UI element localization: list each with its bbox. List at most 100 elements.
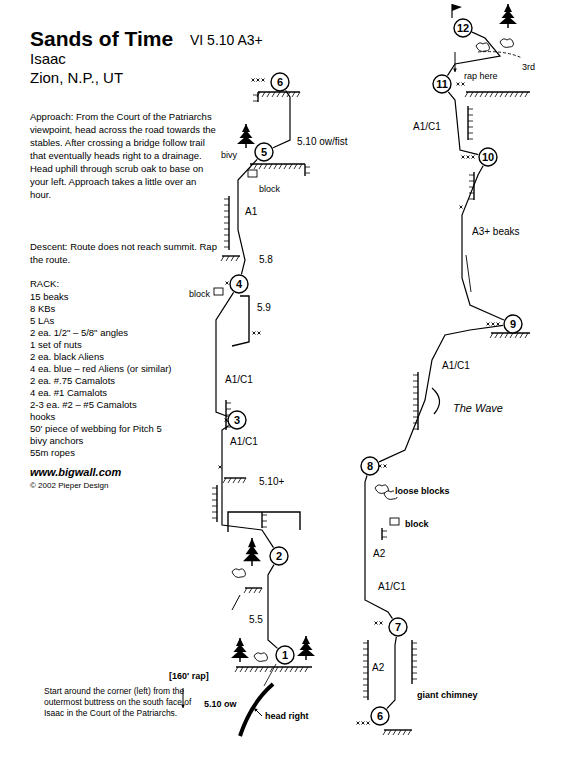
belay-circle: 3: [227, 410, 247, 430]
rock-symbol: [254, 653, 268, 662]
route-line: [268, 565, 278, 649]
arrow-symbol: [254, 708, 262, 716]
rock-wall: [212, 485, 217, 522]
pitch-grade: 5.10+: [258, 476, 285, 489]
ledge: [490, 333, 530, 338]
ledge: [244, 588, 262, 593]
bolt-marks: [375, 622, 383, 625]
bolt-marks: [357, 722, 370, 725]
belay-circle: 8: [360, 456, 380, 476]
belay-circle: 4: [229, 274, 249, 294]
pitch-grade: 5.10 ow: [203, 699, 238, 710]
tree-symbol: [231, 638, 249, 662]
rack-item: 2 ea. 1/2" – 5/8" angles: [30, 327, 128, 339]
rack-item: 15 beaks: [30, 291, 69, 303]
rack-item: 55m ropes: [30, 447, 75, 459]
bolt-marks: [253, 332, 261, 335]
belay-number: 7: [388, 617, 408, 637]
pitch-grade: A1/C1: [441, 360, 471, 373]
feature-label: block: [258, 184, 281, 195]
location: Zion, N.P., UT: [30, 69, 123, 88]
pitch-grade: A3+ beaks: [471, 226, 521, 239]
summit-flag: [452, 4, 462, 18]
rack-item: 1 set of nuts: [30, 339, 82, 351]
pitch-grade: A1: [244, 206, 258, 219]
pitch-grade: 5.9: [256, 302, 272, 315]
belay-number: 5: [254, 142, 274, 162]
bolt-marks: [252, 79, 265, 82]
route-title: Sands of Time: [30, 26, 173, 52]
ledge: [257, 92, 300, 97]
rock-symbol: [476, 43, 490, 52]
route-line: [379, 325, 503, 461]
rack-item: 4 ea. #1 Camalots: [30, 387, 107, 399]
scramble-grade: 3rd: [521, 62, 536, 73]
rock-wall: [232, 296, 249, 346]
bolt-marks: [460, 206, 463, 209]
belay-number: 1: [275, 645, 295, 665]
route-line: [365, 476, 392, 619]
formation-name: Isaac: [30, 50, 66, 69]
block-symbol: [390, 518, 399, 525]
belay-number: 6: [370, 706, 390, 726]
belay-number: 6: [270, 72, 290, 92]
belay-number: 11: [432, 74, 452, 94]
feature-label: loose blocks: [394, 486, 451, 497]
pitch-grade: 5.8: [258, 254, 274, 267]
feature-label: The Wave: [452, 402, 504, 416]
pitch-grade: A1/C1: [412, 121, 442, 134]
tree-symbol: [237, 124, 255, 148]
bolt-marks: [457, 83, 465, 86]
rock-wall: [262, 512, 267, 528]
route-line: [387, 637, 397, 709]
pitch-grade: A1/C1: [224, 374, 254, 387]
the-wave: [432, 388, 440, 414]
rock-wall: [224, 196, 229, 250]
belay-circle: 6: [270, 72, 290, 92]
rack-item: 4 ea. blue – red Aliens (or similar): [30, 363, 172, 375]
ledge: [249, 164, 305, 169]
rack-item: 8 KBs: [30, 303, 55, 315]
descent-note: Descent: Route does not reach summit. Ra…: [30, 240, 218, 266]
feature-label: giant chimney: [416, 690, 479, 701]
bolt-marks: [219, 466, 222, 469]
belay-number: 12: [453, 18, 473, 38]
belay-circle: 6: [370, 706, 390, 726]
scramble-path: [478, 52, 522, 58]
arrow-symbol: [453, 52, 457, 72]
belay-number: 4: [229, 274, 249, 294]
rack-item: 2-3 ea. #2 – #5 Camalots: [30, 399, 137, 411]
offwidth-crack: [240, 684, 273, 736]
rock-wall: [363, 640, 368, 700]
bolt-marks: [379, 465, 387, 468]
route-line: [448, 92, 478, 155]
crack-line: [232, 595, 240, 610]
rock-symbol: [232, 569, 246, 578]
belay-circle: 11: [432, 74, 452, 94]
pitch-grade: A2: [372, 548, 386, 561]
route-line: [447, 32, 500, 75]
belay-number: 9: [503, 314, 523, 334]
belay-number: 2: [269, 546, 289, 566]
direction-note: head right: [264, 711, 310, 722]
crack-line: [466, 255, 471, 292]
route-line: [216, 292, 234, 416]
tree-symbol: [297, 636, 315, 660]
start-note: Start around the corner (left) from the …: [44, 686, 214, 719]
block-symbol: [214, 288, 223, 295]
ledge: [223, 478, 246, 483]
belay-number: 3: [227, 410, 247, 430]
rock-wall: [412, 640, 417, 684]
ledge: [221, 256, 240, 261]
trail-line: [264, 664, 276, 686]
tree-symbol: [243, 538, 261, 566]
pitch-grade: 5.10 ow/fist: [296, 136, 349, 149]
rack-item: 5 LAs: [30, 315, 54, 327]
belay-circle: 10: [478, 147, 498, 167]
website: www.bigwall.com: [30, 466, 121, 480]
rock-wall: [305, 164, 310, 176]
pitch-grade: 5.5: [248, 614, 264, 627]
rack-item: 2 ea. black Aliens: [30, 351, 104, 363]
belay-circle: 9: [503, 314, 523, 334]
